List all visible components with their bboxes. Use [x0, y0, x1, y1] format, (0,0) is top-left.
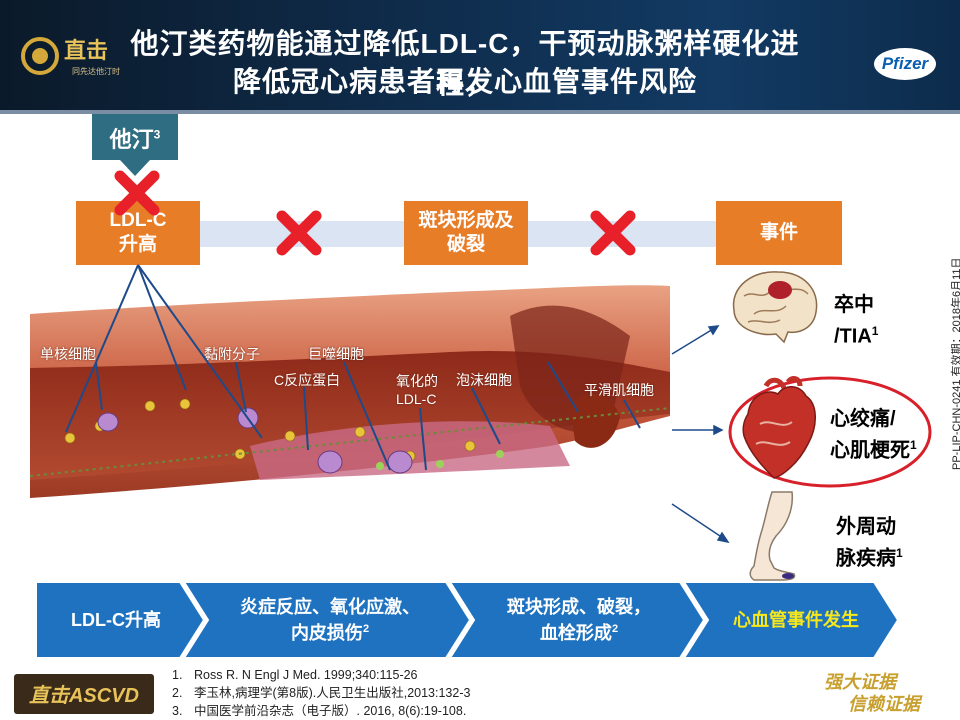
reference-text: Ross R. N Engl J Med. 1999;340:115-26	[194, 668, 418, 682]
pfizer-logo: Pfizer	[874, 48, 936, 80]
angina-line2: 心肌梗死	[830, 439, 910, 462]
pad-line2: 脉疾病	[836, 547, 896, 570]
step2-line1: 炎症反应、氧化应激、	[240, 597, 420, 617]
event-box-label: 事件	[759, 222, 798, 243]
header-banner	[0, 0, 960, 112]
statin-text: 他汀	[109, 127, 154, 152]
statin-ref: 3	[153, 127, 161, 142]
plaque-box: 斑块形成及 破裂	[404, 201, 528, 265]
step2-line2: 内皮损伤	[290, 623, 363, 643]
document-code: PP-LIP-CHN-0241 有效期：2018年6月11日	[951, 257, 960, 470]
plaque-line1: 斑块形成及	[418, 210, 514, 231]
angina-line1: 心绞痛/	[830, 408, 896, 430]
step3-ref: 2	[611, 623, 619, 635]
angina-mi-label: 心绞痛/ 心肌梗死1	[830, 406, 917, 464]
event-box: 事件	[716, 201, 842, 265]
stroke-line1: 卒中	[834, 294, 874, 316]
stroke-line2: /TIA	[834, 325, 872, 348]
pad-ref: 1	[896, 546, 903, 560]
label-crp: C反应蛋白	[274, 372, 341, 388]
reference-text: 中国医学前沿杂志（电子版）. 2016, 8(6):19-108.	[194, 704, 467, 718]
block-x-icon	[590, 210, 636, 256]
leg-icon	[749, 491, 796, 581]
step3-line2: 血栓形成	[539, 623, 612, 643]
ascvd-logo-text: 直击ASCVD	[29, 684, 139, 707]
zhiji-logo-text: 直击	[64, 38, 108, 63]
ascvd-logo: 直击ASCVD	[14, 674, 154, 714]
step-plaque-thrombus: 斑块形成、破裂， 血栓形成2	[472, 582, 686, 658]
step-inflammation: 炎症反应、氧化应激、 内皮损伤2	[206, 582, 454, 658]
header-divider	[0, 110, 960, 114]
heart-icon	[728, 376, 932, 488]
evidence-logo-line2: 信赖证据	[848, 694, 923, 714]
ldl-rise-box: LDL-C 升高	[76, 201, 200, 265]
label-smooth-muscle: 平滑肌细胞	[584, 382, 654, 398]
step-cv-event: 心血管事件发生	[706, 582, 886, 658]
zhiji-logo-subtext: 同先达他汀时	[72, 66, 120, 76]
label-foam-cell: 泡沫细胞	[456, 372, 512, 388]
references: 1.Ross R. N Engl J Med. 1999;340:115-26 …	[172, 666, 470, 720]
label-adhesion-molecule: 黏附分子	[204, 346, 260, 362]
evidence-logo-line1: 强大证据	[824, 672, 899, 692]
reference-number: 1.	[172, 668, 183, 682]
label-oxidized-ldl-line1: 氧化的	[396, 373, 438, 389]
reference-item: 1. Ross R. N Engl J Med. 1999;340:115-26	[172, 666, 470, 684]
step2-ref: 2	[362, 623, 370, 635]
label-monocyte: 单核细胞	[40, 346, 96, 362]
step4-line1: 心血管事件发生	[733, 610, 859, 630]
pad-line1: 外周动	[836, 516, 896, 538]
statin-badge-shape	[92, 114, 178, 176]
label-oxidized-ldl-line2: LDL-C	[396, 391, 437, 407]
angina-ref: 1	[910, 438, 917, 452]
step3-line1: 斑块形成、破裂，	[507, 597, 651, 617]
label-oxidized-ldl: 氧化的 LDL-C	[396, 372, 438, 408]
zhiji-logo: 直击 同先达他汀时	[21, 37, 120, 76]
brain-icon	[732, 271, 818, 344]
pad-label: 外周动 脉疾病1	[836, 514, 903, 572]
stroke-ref: 1	[871, 324, 879, 338]
reference-item: 2. 李玉林,病理学(第8版).人民卫生出版社,2013:132-3	[172, 684, 470, 702]
ldl-rise-line2: 升高	[118, 234, 157, 255]
evidence-logo: 强大证据 信赖证据	[824, 672, 923, 714]
block-x-icon	[276, 210, 322, 256]
reference-number: 3.	[172, 704, 183, 718]
block-x-icon	[114, 170, 160, 216]
label-macrophage: 巨噬细胞	[308, 346, 364, 362]
reference-text: 李玉林,病理学(第8版).人民卫生出版社,2013:132-3	[194, 686, 471, 700]
step-chevrons	[35, 582, 900, 658]
statin-label: 他汀3	[92, 122, 178, 154]
page-title-line1: 他汀类药物能通过降低LDL-C，干预动脉粥样硬化进程，	[130, 28, 800, 99]
reference-item: 3. 中国医学前沿杂志（电子版）. 2016, 8(6):19-108.	[172, 702, 470, 720]
page-title-line2: 降低冠心病患者再发心血管事件风险	[232, 66, 697, 97]
step1-line1: LDL-C升高	[71, 610, 161, 630]
step-ldl-rise: LDL-C升高	[36, 582, 196, 658]
plaque-line2: 破裂	[446, 234, 485, 255]
artery-illustration	[30, 285, 670, 498]
stroke-label: 卒中 /TIA1	[834, 292, 878, 350]
ldl-rise-line1: LDL-C	[109, 210, 167, 231]
reference-number: 2.	[172, 686, 183, 700]
